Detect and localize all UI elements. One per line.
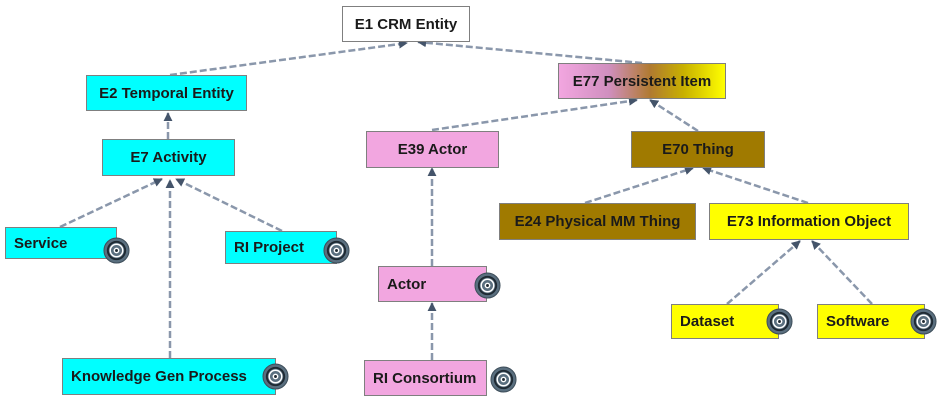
node-e39-actor[interactable]: E39 Actor [366, 131, 499, 168]
edge-e70-e77 [649, 98, 699, 133]
target-circle-icon[interactable] [474, 272, 501, 299]
edge-service-e7 [59, 177, 163, 229]
node-actor[interactable]: Actor [378, 266, 487, 302]
node-e77-persistent-item[interactable]: E77 Persistent Item [558, 63, 726, 99]
target-circle-icon[interactable] [323, 237, 350, 264]
node-ri-consortium[interactable]: RI Consortium [364, 360, 487, 396]
edge-dataset-e73 [726, 240, 801, 305]
edge-e24-e70 [584, 166, 694, 205]
node-e70-thing[interactable]: E70 Thing [631, 131, 765, 168]
node-label: Software [826, 313, 890, 330]
node-e73-information-object[interactable]: E73 Information Object [709, 203, 909, 240]
target-circle-icon[interactable] [490, 366, 517, 393]
edge-riproject-e7 [175, 177, 283, 233]
edge-e77-e1 [417, 38, 643, 65]
node-label: E1 CRM Entity [354, 15, 458, 33]
node-e2-temporal-entity[interactable]: E2 Temporal Entity [86, 75, 247, 111]
node-e7-activity[interactable]: E7 Activity [102, 139, 235, 176]
node-label: E24 Physical MM Thing [514, 213, 681, 230]
target-circle-icon[interactable] [910, 308, 937, 335]
edge-software-e73 [811, 240, 873, 305]
node-label: E77 Persistent Item [572, 72, 712, 90]
edge-e39-e77 [431, 96, 638, 132]
node-knowledge-gen-process[interactable]: Knowledge Gen Process [62, 358, 276, 395]
node-ri-project[interactable]: RI Project [225, 231, 337, 264]
node-label: Service [14, 234, 68, 252]
node-software[interactable]: Software [817, 304, 925, 339]
target-circle-icon[interactable] [766, 308, 793, 335]
node-e24-physical-mm-thing[interactable]: E24 Physical MM Thing [499, 203, 696, 240]
node-label: Actor [387, 275, 427, 293]
node-label: RI Consortium [373, 369, 477, 387]
target-circle-icon[interactable] [262, 363, 289, 390]
edge-e73-e70 [702, 166, 809, 205]
target-circle-icon[interactable] [103, 237, 130, 264]
node-label: E7 Activity [130, 149, 207, 166]
node-label: E73 Information Object [726, 213, 892, 230]
node-service[interactable]: Service [5, 227, 117, 259]
node-label: E39 Actor [397, 141, 468, 158]
node-e1-crm-entity[interactable]: E1 CRM Entity [342, 6, 470, 42]
node-label: Dataset [680, 313, 735, 330]
node-label: Knowledge Gen Process [71, 368, 247, 385]
node-label: RI Project [234, 239, 305, 256]
node-dataset[interactable]: Dataset [671, 304, 779, 339]
node-label: E2 Temporal Entity [99, 84, 234, 102]
node-label: E70 Thing [662, 141, 734, 158]
edge-e2-e1 [169, 39, 408, 77]
